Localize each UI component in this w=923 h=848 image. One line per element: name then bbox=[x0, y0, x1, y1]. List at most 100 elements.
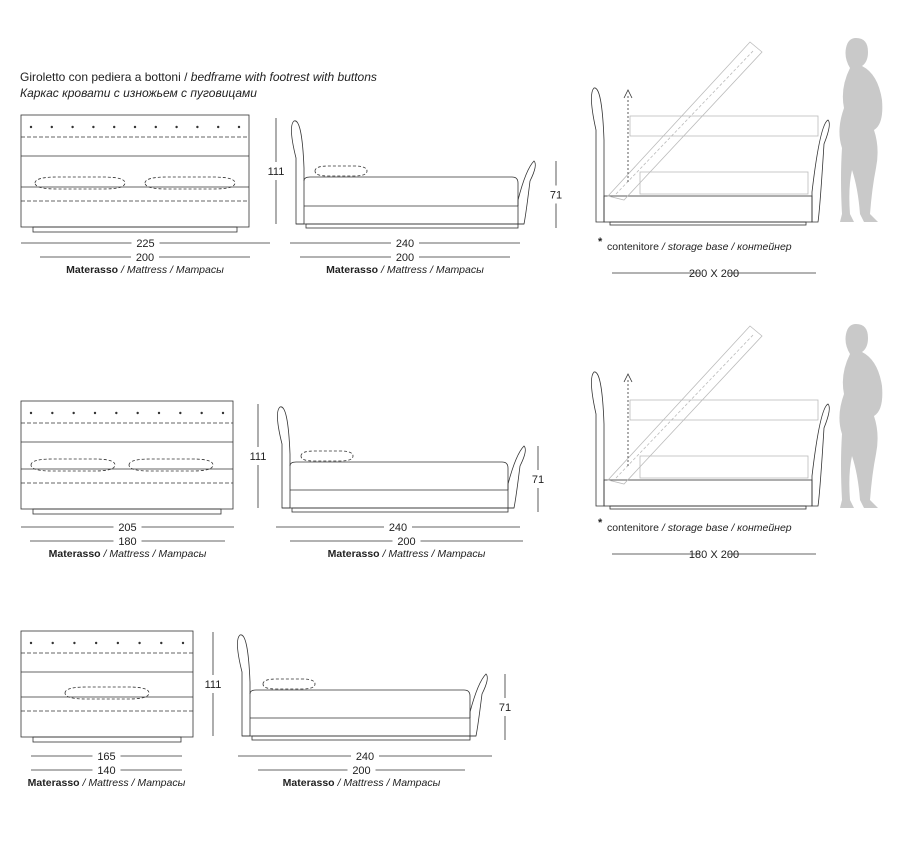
storage-headboard bbox=[591, 87, 605, 223]
top-mattress-dim-label: 180 bbox=[118, 536, 136, 548]
title-separator: / bbox=[180, 70, 191, 84]
side-mattress-dim-label: 200 bbox=[397, 536, 415, 548]
side-base-foot bbox=[251, 735, 471, 741]
side-base-foot bbox=[291, 507, 509, 513]
side-headboard bbox=[291, 120, 305, 225]
side-pillow bbox=[314, 165, 368, 177]
storage-asterisk: * bbox=[598, 517, 603, 529]
title-italian: Giroletto con pediera a bottoni bbox=[20, 70, 181, 84]
top-view-base bbox=[32, 736, 182, 743]
side-height-dim-label: 111 bbox=[250, 451, 267, 463]
top-view-mattress-label: Materasso / Mattress / Матрасы bbox=[28, 777, 186, 789]
storage-lifted-frame-dash bbox=[615, 49, 755, 195]
button-dot bbox=[29, 411, 33, 415]
storage-size-dim-label: 200 X 200 bbox=[689, 268, 739, 280]
mattress-label-rest: / Mattress / Матрасы bbox=[378, 264, 484, 276]
side-length-dim-label: 240 bbox=[389, 522, 407, 534]
button-dot bbox=[196, 125, 199, 129]
side-mattress bbox=[249, 689, 471, 718]
side-view-mattress-label: Materasso / Mattress / Матрасы bbox=[328, 548, 486, 560]
button-dot bbox=[133, 125, 137, 129]
side-length-dim-label: 240 bbox=[356, 751, 374, 763]
side-mattress-dim-label: 200 bbox=[352, 765, 370, 777]
storage-label-it: contenitore bbox=[607, 241, 659, 253]
mattress-label-rest: / Mattress / Матрасы bbox=[101, 548, 207, 560]
side-foot-dim-label: 71 bbox=[532, 474, 544, 486]
side-view-mattress-label: Materasso / Mattress / Матрасы bbox=[283, 777, 441, 789]
side-footboard bbox=[469, 673, 488, 737]
button-dot bbox=[93, 411, 97, 415]
mattress-label-bold: Materasso bbox=[66, 264, 118, 276]
mattress-label-bold: Materasso bbox=[49, 548, 101, 560]
button-dot bbox=[157, 411, 161, 415]
button-dot bbox=[160, 641, 163, 645]
side-pillow bbox=[300, 450, 354, 462]
mattress-label-rest: / Mattress / Матрасы bbox=[80, 777, 186, 789]
storage-asterisk: * bbox=[598, 236, 603, 248]
side-mattress bbox=[303, 176, 519, 206]
top-view-mattress-label: Materasso / Mattress / Матрасы bbox=[49, 548, 207, 560]
storage-headboard bbox=[591, 371, 605, 507]
top-view-frame bbox=[20, 400, 234, 510]
button-dot bbox=[154, 125, 157, 129]
storage-size-dim-label: 180 X 200 bbox=[689, 549, 739, 561]
side-foot-dim-label: 71 bbox=[499, 702, 511, 714]
button-dot bbox=[73, 641, 76, 645]
storage-upper-mattress bbox=[629, 115, 819, 137]
storage-lifted-frame-dash bbox=[615, 333, 755, 479]
title-english: bedframe with footrest with buttons bbox=[190, 70, 377, 84]
storage-lifted-frame bbox=[607, 325, 763, 485]
mattress-label-bold: Materasso bbox=[28, 777, 80, 789]
scale-figure-silhouette bbox=[839, 324, 883, 508]
mattress-label-rest: / Mattress / Матрасы bbox=[335, 777, 441, 789]
top-view-pillow-1 bbox=[30, 458, 116, 472]
top-width-dim-label: 205 bbox=[118, 522, 136, 534]
button-dot bbox=[94, 641, 98, 645]
storage-footboard bbox=[811, 403, 830, 507]
top-view-pillow-2 bbox=[128, 458, 214, 472]
side-headboard bbox=[277, 406, 291, 509]
mattress-label-bold: Materasso bbox=[326, 264, 378, 276]
storage-base-box bbox=[603, 479, 813, 507]
top-width-dim-label: 225 bbox=[136, 238, 154, 250]
storage-base-box bbox=[603, 195, 813, 223]
side-height-dim-label: 111 bbox=[205, 679, 222, 691]
button-dot bbox=[221, 411, 225, 415]
button-dot bbox=[217, 125, 220, 129]
side-height-dim-label: 111 bbox=[268, 166, 285, 178]
side-mattress-dim-label: 200 bbox=[396, 252, 414, 264]
storage-label-rest: / storage base / контейнер bbox=[659, 522, 792, 534]
button-dot bbox=[138, 641, 141, 645]
button-dot bbox=[116, 641, 120, 645]
button-dot bbox=[115, 411, 118, 415]
side-headboard bbox=[237, 634, 251, 737]
storage-base-foot bbox=[609, 221, 807, 226]
storage-upper-mattress bbox=[629, 399, 819, 421]
storage-mattress bbox=[639, 171, 809, 195]
top-view-frame bbox=[20, 630, 194, 738]
storage-label: contenitore / storage base / контейнер bbox=[607, 241, 792, 253]
top-width-dim-label: 165 bbox=[97, 751, 115, 763]
mattress-label-rest: / Mattress / Матрасы bbox=[118, 264, 224, 276]
side-length-dim-label: 240 bbox=[396, 238, 414, 250]
storage-label: contenitore / storage base / контейнер bbox=[607, 522, 792, 534]
mattress-label-rest: / Mattress / Матрасы bbox=[380, 548, 486, 560]
storage-base-foot bbox=[609, 505, 807, 510]
top-view-frame bbox=[20, 114, 250, 228]
button-dot bbox=[29, 125, 33, 129]
side-footboard bbox=[517, 160, 536, 225]
mattress-label-bold: Materasso bbox=[328, 548, 380, 560]
button-dot bbox=[136, 411, 139, 415]
button-dot bbox=[237, 125, 241, 129]
storage-footboard bbox=[811, 119, 830, 223]
top-view-base bbox=[32, 226, 238, 233]
storage-view-0: * contenitore / storage base / контейнер 2… bbox=[591, 38, 883, 280]
button-dot bbox=[51, 641, 54, 645]
side-view-mattress-label: Materasso / Mattress / Матрасы bbox=[326, 264, 484, 276]
side-pillow bbox=[262, 678, 316, 690]
button-dot bbox=[72, 411, 75, 415]
